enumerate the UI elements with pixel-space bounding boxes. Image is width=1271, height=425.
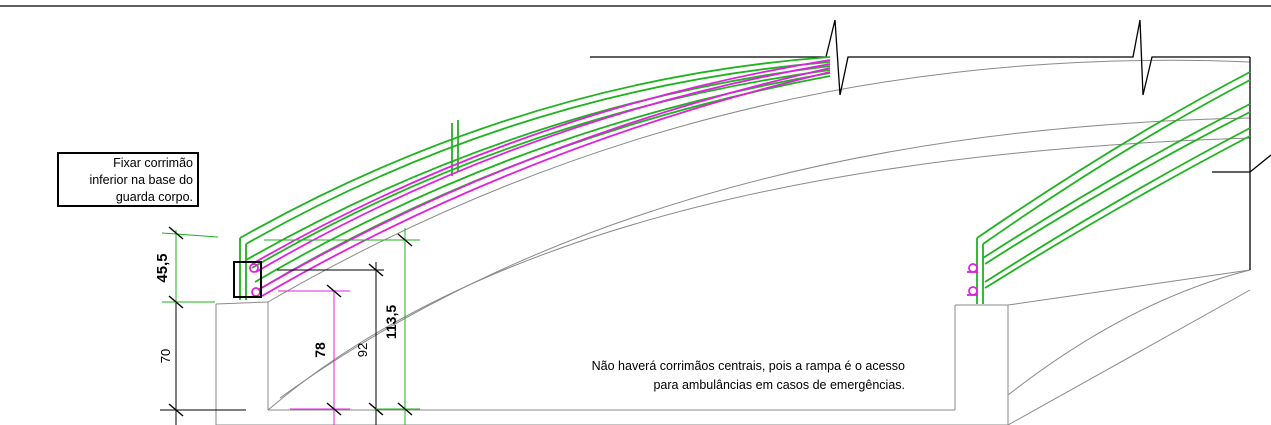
- dimension-lines: [160, 226, 420, 425]
- dimension-113-5: 113,5: [383, 305, 399, 339]
- ramp-structure: [215, 59, 1251, 425]
- note-line-2: para ambulâncias em casos de emergências…: [653, 378, 905, 392]
- callout-line-2: inferior na base do: [89, 173, 193, 187]
- left-handrail: [249, 59, 831, 297]
- callout-line-1: Fixar corrimão: [113, 156, 193, 170]
- left-guardrail: [239, 56, 831, 300]
- dimension-45-5: 45,5: [154, 253, 171, 282]
- right-handrail: [967, 263, 978, 296]
- dimension-92: 92: [355, 343, 370, 357]
- fixation-detail-box: [233, 261, 262, 298]
- right-guardrail: [976, 71, 1251, 304]
- fixation-callout: Fixar corrimão inferior na base do guard…: [57, 152, 199, 207]
- callout-line-3: guarda corpo.: [115, 190, 193, 204]
- note-line-1: Não haverá corrimãos centrais, pois a ra…: [591, 359, 905, 373]
- dimension-70: 70: [158, 349, 173, 363]
- ramp-note: Não haverá corrimãos centrais, pois a ra…: [470, 357, 905, 395]
- break-lines: [590, 19, 1271, 270]
- dimension-78: 78: [312, 342, 328, 358]
